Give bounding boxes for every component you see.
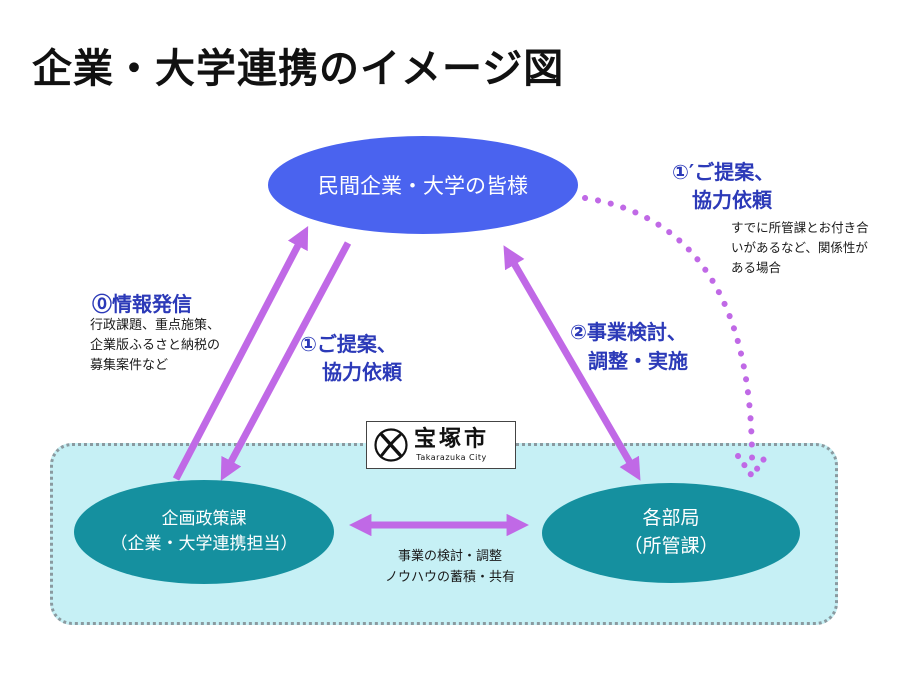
node-dept-line1: 各部局 — [642, 507, 700, 530]
city-logo-texts: 宝塚市 Takarazuka City — [414, 427, 489, 463]
label-proposal-line2: 協力依頼 — [322, 360, 402, 384]
label-info-note: 募集案件など — [90, 358, 169, 373]
label-share: 事業の検討・調整 ノウハウの蓄積・共有 — [368, 546, 532, 588]
label-proposal: ①ご提案、 協力依頼 — [300, 330, 402, 386]
city-logo: 宝塚市 Takarazuka City — [366, 421, 516, 469]
city-logo-name: 宝塚市 — [414, 427, 490, 452]
city-emblem-icon — [374, 428, 408, 462]
node-private-sector: 民間企業・大学の皆様 — [268, 136, 578, 234]
label-info-notes: 行政課題、重点施策、 企業版ふるさと納税の 募集案件など — [90, 316, 220, 376]
node-planning-division: 企画政策課 （企業・大学連携担当） — [74, 480, 334, 584]
arrow-proposal-direct — [582, 195, 756, 473]
label-business-line2: 調整・実施 — [588, 349, 688, 373]
label-proposal-direct-note: いがあるなど、関係性が — [731, 240, 868, 255]
label-proposal-direct-note: すでに所管課とお付き合 — [731, 220, 869, 235]
arrow-proposal — [220, 241, 352, 481]
label-business-line1: ②事業検討、 — [570, 320, 687, 344]
node-departments: 各部局 （所管課） — [542, 483, 800, 583]
label-proposal-direct-line1: ①′ご提案、 — [672, 160, 775, 184]
label-proposal-line1: ①ご提案、 — [300, 332, 397, 356]
node-private-label: 民間企業・大学の皆様 — [318, 174, 528, 198]
city-logo-english: Takarazuka City — [416, 453, 487, 462]
node-planning-line2: （企業・大学連携担当） — [110, 534, 298, 554]
arrow-info — [172, 226, 309, 481]
node-dept-line2: （所管課） — [623, 535, 719, 557]
label-info-note: 行政課題、重点施策、 — [90, 318, 221, 333]
label-proposal-direct-notes: すでに所管課とお付き合 いがあるなど、関係性が ある場合 — [731, 218, 869, 278]
label-info-heading: ⓪情報発信 — [92, 292, 192, 316]
label-proposal-direct-line2: 協力依頼 — [692, 188, 772, 212]
arrow-business — [503, 245, 641, 481]
arrow-proposal-direct-head — [735, 453, 769, 479]
label-share-line2: ノウハウの蓄積・共有 — [384, 570, 515, 585]
label-proposal-direct-note: ある場合 — [731, 260, 782, 275]
label-proposal-direct: ①′ご提案、 協力依頼 — [672, 158, 774, 214]
page-title: 企業・大学連携のイメージ図 — [32, 46, 565, 92]
node-planning-line1: 企画政策課 — [161, 508, 247, 529]
label-share-line1: 事業の検討・調整 — [397, 549, 502, 564]
label-info-note: 企業版ふるさと納税の — [90, 338, 221, 353]
label-business: ②事業検討、 調整・実施 — [570, 318, 688, 376]
